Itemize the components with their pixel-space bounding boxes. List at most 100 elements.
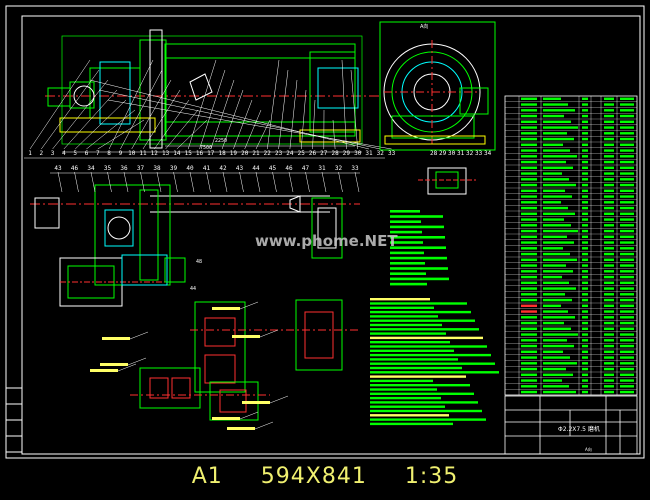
parts-cell bbox=[604, 143, 614, 146]
part-balloon: 31 bbox=[318, 165, 326, 172]
parts-cell bbox=[543, 183, 576, 187]
parts-cell bbox=[521, 206, 537, 210]
part-balloon: 47 bbox=[302, 165, 310, 172]
parts-cell bbox=[620, 367, 634, 371]
note-line bbox=[370, 341, 450, 344]
note-line bbox=[370, 319, 475, 322]
part-balloon: 39 bbox=[170, 165, 178, 172]
part-balloon: 1 bbox=[28, 150, 32, 157]
note-line bbox=[370, 396, 441, 400]
parts-cell bbox=[521, 373, 537, 376]
note-line bbox=[370, 388, 437, 391]
parts-cell bbox=[521, 97, 537, 100]
part-balloon: 32 bbox=[377, 150, 385, 157]
parts-cell bbox=[620, 362, 634, 365]
parts-cell bbox=[543, 132, 567, 135]
parts-cell bbox=[521, 275, 537, 279]
parts-cell bbox=[604, 339, 614, 342]
parts-cell bbox=[582, 172, 588, 175]
leader-line bbox=[312, 99, 316, 150]
parts-cell bbox=[582, 310, 588, 313]
part-balloon: 33 bbox=[475, 150, 483, 157]
leader-line bbox=[206, 171, 211, 193]
parts-cell bbox=[582, 120, 588, 123]
note-line bbox=[370, 384, 470, 387]
parts-cell bbox=[620, 160, 634, 164]
parts-cell bbox=[582, 132, 588, 135]
parts-cell bbox=[521, 155, 537, 158]
parts-cell bbox=[521, 218, 537, 221]
parts-cell bbox=[543, 206, 568, 210]
part-balloon: 43 bbox=[236, 165, 244, 172]
parts-cell bbox=[620, 390, 634, 394]
parts-cell bbox=[620, 126, 634, 129]
part-balloon: 2 bbox=[39, 150, 43, 157]
part-balloon: 16 bbox=[196, 150, 204, 157]
note-line bbox=[370, 422, 453, 426]
parts-cell bbox=[521, 287, 537, 290]
note-line bbox=[370, 345, 487, 348]
parts-cell bbox=[604, 350, 614, 353]
leader-line bbox=[255, 119, 271, 150]
parts-cell bbox=[582, 247, 588, 250]
leader-line bbox=[107, 99, 392, 150]
parts-cell bbox=[521, 270, 537, 273]
parts-cell bbox=[543, 270, 573, 273]
parts-cell bbox=[521, 304, 537, 307]
spec-list bbox=[390, 210, 449, 286]
part-balloon: 32 bbox=[466, 150, 474, 157]
parts-cell bbox=[582, 362, 588, 365]
parts-cell bbox=[620, 310, 634, 313]
part-balloon: 8 bbox=[107, 150, 111, 157]
parts-cell bbox=[582, 201, 588, 204]
parts-cell bbox=[620, 270, 634, 273]
leader-line bbox=[41, 69, 100, 150]
parts-cell bbox=[620, 201, 634, 204]
parts-cell bbox=[521, 126, 537, 129]
part-balloon: 14 bbox=[173, 150, 181, 157]
leader-line bbox=[156, 171, 162, 193]
note-line bbox=[370, 302, 467, 305]
parts-cell bbox=[543, 293, 565, 296]
parts-cell bbox=[543, 298, 572, 302]
section-detail bbox=[418, 167, 476, 195]
part-balloon: 36 bbox=[120, 165, 128, 172]
parts-cell bbox=[521, 362, 537, 365]
parts-cell bbox=[521, 235, 537, 238]
parts-cell bbox=[521, 132, 537, 135]
parts-cell bbox=[521, 327, 537, 330]
spec-line bbox=[390, 220, 421, 223]
callout-text-block bbox=[102, 337, 130, 340]
leader-line bbox=[199, 69, 226, 150]
parts-cell bbox=[620, 327, 634, 330]
parts-cell bbox=[620, 344, 634, 348]
leader-line bbox=[131, 79, 172, 150]
parts-cell bbox=[620, 275, 634, 279]
leader-line bbox=[305, 171, 310, 193]
part-balloon: 28 bbox=[331, 150, 339, 157]
note-line bbox=[370, 401, 478, 404]
parts-cell bbox=[521, 385, 537, 388]
parts-cell bbox=[620, 235, 634, 238]
part-balloon: 4 bbox=[62, 150, 66, 157]
parts-cell bbox=[620, 195, 634, 198]
parts-list-table bbox=[504, 95, 638, 396]
spec-line bbox=[390, 267, 448, 270]
foundation-callouts bbox=[90, 301, 289, 430]
parts-cell bbox=[582, 166, 588, 169]
part-balloon: 40 bbox=[186, 165, 194, 172]
parts-cell bbox=[604, 252, 614, 256]
parts-cell bbox=[604, 344, 614, 348]
parts-cell bbox=[604, 103, 614, 106]
parts-cell bbox=[604, 201, 614, 204]
parts-cell bbox=[582, 316, 588, 319]
leader-line bbox=[210, 79, 235, 150]
outer-frame bbox=[5, 5, 645, 459]
part-balloon: 10 bbox=[128, 150, 136, 157]
note-line bbox=[370, 349, 454, 352]
parts-cell bbox=[543, 195, 572, 198]
parts-cell bbox=[620, 252, 634, 256]
part-balloon: 7 bbox=[96, 150, 100, 157]
part-balloon: 30 bbox=[354, 150, 362, 157]
